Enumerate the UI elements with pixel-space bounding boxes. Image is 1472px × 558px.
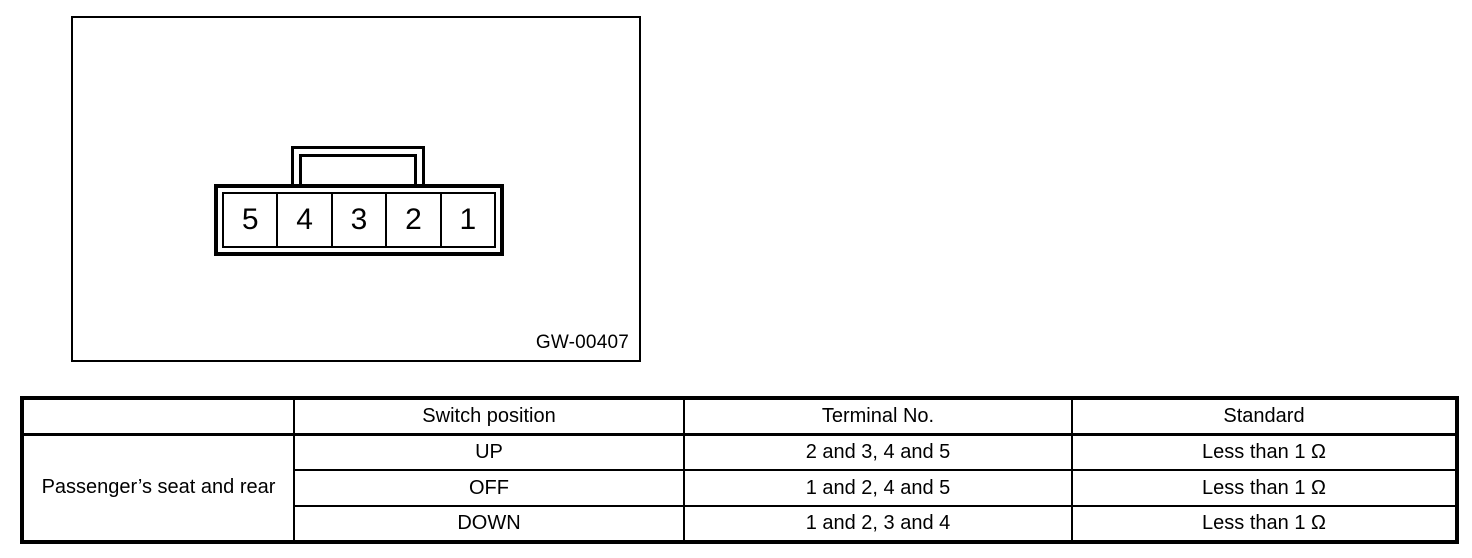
table-row: OFF 1 and 2, 4 and 5 Less than 1 Ω — [22, 469, 1458, 507]
table-row: DOWN 1 and 2, 3 and 4 Less than 1 Ω — [22, 505, 1458, 543]
terminal-cavity-5: 5 — [224, 194, 279, 246]
cell-terminal-no: 1 and 2, 3 and 4 — [683, 505, 1073, 543]
switch-continuity-table: Switch position Terminal No. Standard Pa… — [20, 396, 1459, 544]
connector-diagram: 5 4 3 2 1 — [214, 146, 504, 256]
table-header-row: Switch position Terminal No. Standard — [21, 397, 1458, 436]
cell-standard: Less than 1 Ω — [1071, 505, 1458, 543]
cell-switch-position: DOWN — [293, 505, 685, 543]
drawing-reference-code: GW-00407 — [535, 332, 629, 353]
cell-terminal-no: 2 and 3, 4 and 5 — [683, 433, 1073, 471]
terminal-cavity-row: 5 4 3 2 1 — [224, 194, 495, 246]
table-row: Passenger’s seat and rear UP 2 and 3, 4 … — [21, 433, 1458, 543]
terminal-cavity-1: 1 — [441, 194, 495, 246]
header-standard: Standard — [1071, 397, 1458, 436]
category-passengers-seat-and-rear: Passenger’s seat and rear — [21, 433, 295, 543]
terminal-cavity-3: 3 — [332, 194, 388, 246]
cell-terminal-no: 1 and 2, 4 and 5 — [683, 469, 1073, 507]
cell-standard: Less than 1 Ω — [1071, 469, 1458, 507]
header-category — [21, 397, 295, 436]
cell-standard: Less than 1 Ω — [1071, 433, 1458, 471]
terminal-cavity-2: 2 — [387, 194, 442, 246]
header-switch-position: Switch position — [293, 397, 685, 436]
connector-illustration-panel: 5 4 3 2 1 GW-00407 — [71, 16, 641, 362]
cell-switch-position: UP — [293, 433, 685, 471]
header-terminal-no: Terminal No. — [683, 397, 1073, 436]
terminal-cavity-4: 4 — [278, 194, 333, 246]
cell-switch-position: OFF — [293, 469, 685, 507]
